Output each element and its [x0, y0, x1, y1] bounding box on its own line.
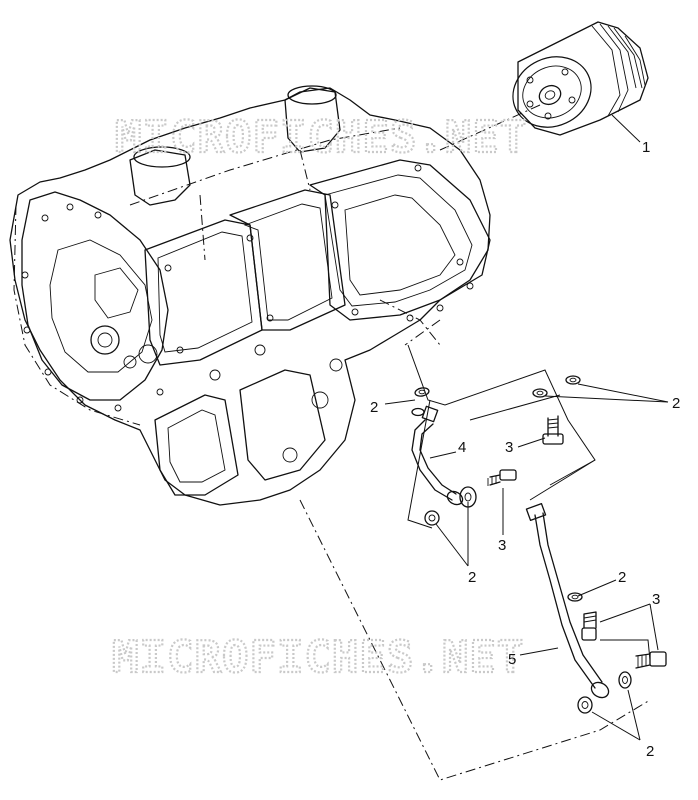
watermark-lower: MICROFICHES.NET	[112, 632, 524, 683]
callout-sealing-washer-d: 2	[618, 569, 626, 586]
leader-lines	[384, 114, 669, 741]
oil-pipe-lower	[525, 502, 610, 699]
callout-banjo-bolt-c: 3	[652, 591, 660, 608]
callout-sealing-washer-b: 2	[672, 395, 680, 412]
callout-oil-pipe-lower: 5	[508, 651, 516, 668]
callout-banjo-bolt-b: 3	[498, 537, 506, 554]
callout-sealing-washer-e: 2	[646, 743, 654, 760]
callout-oil-filter: 1	[642, 139, 650, 156]
watermark-upper: MICROFICHES.NET	[115, 112, 527, 163]
callout-banjo-bolt-a: 3	[505, 439, 513, 456]
sealing-washers	[411, 375, 632, 714]
callout-sealing-washer-a: 2	[370, 399, 378, 416]
callout-oil-pipe-upper: 4	[458, 439, 466, 456]
oil-line-centerlines	[299, 319, 651, 781]
banjo-bolts	[487, 415, 667, 669]
oil-filter	[439, 21, 649, 151]
engine-crankcase	[9, 85, 491, 506]
callout-sealing-washer-c: 2	[468, 569, 476, 586]
oil-pipe-upper	[411, 405, 477, 508]
